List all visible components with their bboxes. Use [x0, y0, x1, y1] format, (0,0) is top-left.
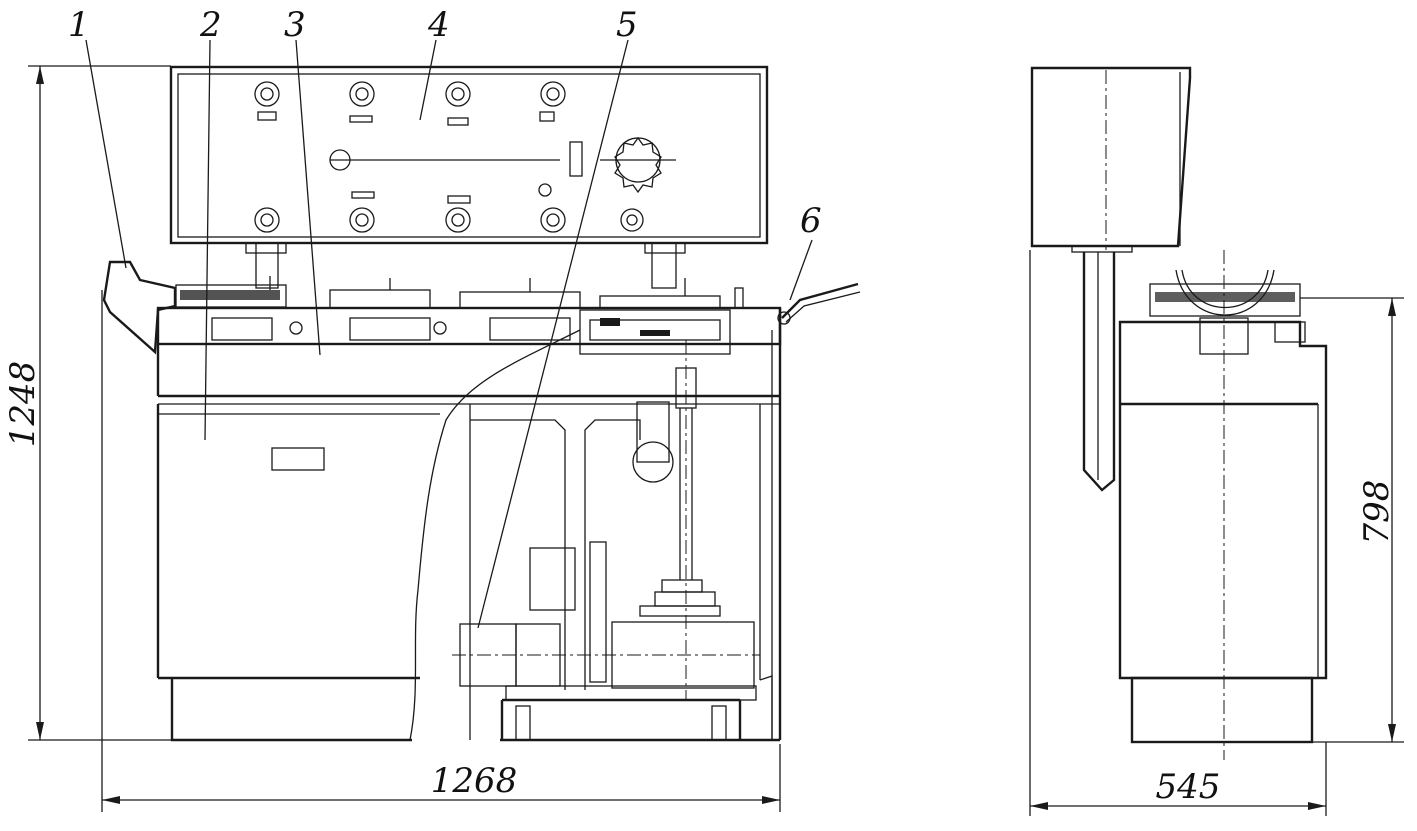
dim-overall-length-label: 1268: [431, 761, 518, 801]
callout-4: 4: [427, 5, 450, 45]
drive-unit: [452, 340, 761, 741]
loading-chute: [102, 260, 177, 355]
dim-overall-height: [28, 65, 172, 741]
callout-6: 6: [800, 201, 822, 241]
callout-1: 1: [68, 5, 90, 45]
dim-overall-height-label: 1248: [3, 361, 43, 448]
dim-table-height-label: 798: [1357, 480, 1397, 545]
right-frame: [500, 308, 782, 742]
callout-2: 2: [199, 5, 222, 45]
front-view: 1268 1248 1 2 3 4 5 6: [3, 5, 861, 812]
callout-3: 3: [284, 5, 306, 45]
dim-side-width: [1029, 250, 1327, 816]
dim-side-width-label: 545: [1156, 767, 1221, 807]
dim-table-height: [1300, 297, 1404, 743]
side-view: 545 798: [1029, 66, 1404, 816]
lever: [777, 282, 861, 325]
side-panel: [1030, 66, 1192, 248]
callout-leaders: [85, 39, 813, 629]
dim-overall-length: [101, 290, 781, 812]
cabinet: [156, 329, 581, 742]
control-panel: [169, 65, 769, 289]
callout-5: 5: [616, 5, 638, 45]
